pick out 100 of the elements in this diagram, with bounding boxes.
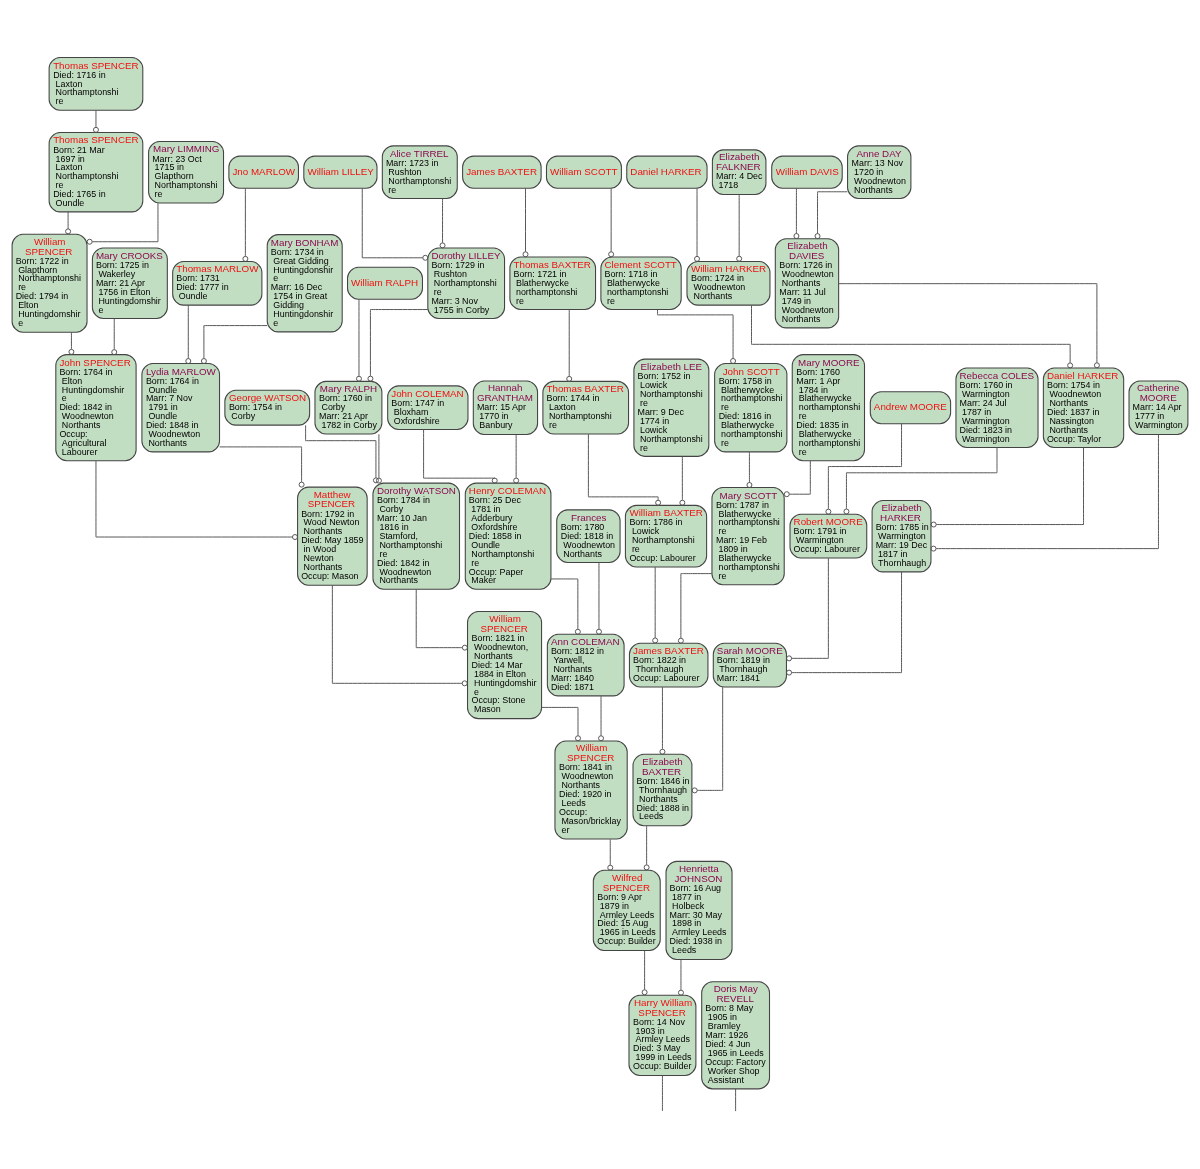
node-box: Elizabeth LEE Born: 1752 in Lowick Northamptonshi re Marr: 9 Dec 1774 in Lowick Northamptonshi re: [633, 358, 710, 457]
connector: [661, 1074, 663, 1111]
node-box: Henrietta JOHNSON Born: 16 Aug 1877 in Holbeck Marr: 30 May 1898 in Armley Leeds Died: 1938 in Leeds: [665, 860, 733, 960]
connector: [415, 588, 468, 651]
node-box: Rebecca COLES Born: 1760 in Warmington Marr: 24 Jul 1787 in Warmington Died: 1823 in Warmington: [955, 367, 1039, 448]
connector: [691, 686, 724, 793]
connector: [746, 450, 753, 488]
node-box: Robert MOORE Born: 1791 in Warmington Occup: Labourer: [789, 513, 868, 559]
node-box: Mary RALPH Born: 1760 in Corby Marr: 21 Apr 1782 in Corby: [314, 380, 383, 435]
node-box: Anne DAY Marr: 13 Nov 1720 in Woodnewton Northants: [847, 144, 912, 199]
node-box: William LILLEY: [303, 155, 378, 189]
connector: [595, 561, 602, 635]
connector: [793, 187, 800, 239]
node-box: Thomas BAXTER Born: 1744 in Laxton Northamptonshi re: [542, 380, 630, 435]
node-box: Jno MARLOW: [228, 155, 299, 189]
connector: [751, 304, 1074, 368]
connector: [65, 211, 72, 234]
node-box: Mary CROOKS Born: 1725 in Wakerley Marr: 21 Apr 1756 in Elton Huntingdomshir e: [91, 247, 168, 319]
node-box: Clement SCOTT Born: 1718 in Blatherwycke northamptonshi re: [600, 255, 682, 310]
node-box: George WATSON Born: 1754 in Corby: [224, 389, 311, 426]
node-box: Harry William SPENCER Born: 14 Nov 1903 in Armley Leeds Died: 3 May 1999 in Leeds Occup: Builder: [628, 994, 697, 1076]
connector: [550, 577, 581, 635]
connector: [219, 445, 305, 488]
node-box: Mary MOORE Born: 1760 Marr: 1 Apr 1784 in Blatherwycke northamptonshi re Died: 1835 in Blatherwycke northamptonshi re: [791, 353, 866, 461]
connector: [331, 584, 468, 686]
node-box: William HARKER Born: 1724 in Woodnewton Northants: [686, 260, 771, 306]
connector: [825, 422, 902, 515]
node-box: Matthew SPENCER Born: 1792 in Wood Newton Northants Died: May 1859 in Wood Newton Northants Occup: Mason: [297, 486, 368, 586]
connector: [541, 706, 581, 741]
connector: [242, 187, 249, 262]
connector: [356, 298, 362, 382]
connector: [439, 197, 446, 248]
node-box: Sarah MOORE Born: 1819 in Thornhaugh Marr: 1841: [712, 642, 787, 687]
connector: [677, 958, 684, 996]
connector: [786, 557, 829, 661]
connector: [659, 686, 666, 755]
connector: [185, 304, 192, 364]
node-box: William SPENCER Born: 1841 in Woodnewton Northants Died: 1920 in Leeds Occup: Mason/bricklay er: [554, 739, 628, 840]
node-box: Catherine MOORE Marr: 14 Apr 1777 in Warmington: [1128, 379, 1189, 435]
connector: [641, 949, 648, 995]
connector: [375, 433, 382, 484]
connector: [930, 446, 1084, 527]
node-box: William RALPH: [347, 266, 423, 300]
connector: [814, 190, 848, 239]
connector: [786, 571, 902, 676]
node-box: James BAXTER: [462, 155, 542, 189]
connector: [652, 566, 659, 643]
connector: [92, 109, 99, 133]
node-box: Alice TIRREL Marr: 1723 in Rushton Northamptonshi re: [381, 144, 458, 199]
connector: [843, 446, 998, 514]
connector: [305, 424, 379, 483]
node-box: John SPENCER Born: 1764 in Elton Huntingdomshir e Died: 1842 in Woodnewton Northants Occup: Agricultural Labourer: [55, 353, 137, 461]
node-box: James BAXTER Born: 1822 in Thornhaugh Occup: Labourer: [628, 642, 709, 687]
connector: [598, 695, 605, 741]
node-box: Thomas SPENCER Died: 1716 in Laxton Northamptonshi re: [48, 56, 144, 111]
node-box: William SPENCER Born: 1722 in Glapthorn Northamptonshi re Died: 1794 in Elton Huntingdomshir e: [11, 233, 88, 333]
connector: [677, 572, 713, 644]
node-box: Thomas SPENCER Born: 21 Mar 1697 in Laxton Northamptonshi re Died: 1765 in Oundle: [48, 131, 144, 212]
connector: [513, 433, 520, 484]
connector: [783, 460, 811, 497]
connector: [86, 202, 159, 245]
node-box: Elizabeth FALKNER Marr: 4 Dec 1718: [711, 148, 767, 195]
connector: [679, 455, 686, 506]
node-box: Doris May REVELL Born: 8 May 1905 in Bramley Marr: 1926 Died: 4 Jun 1965 in Leeds Occup: Factory Worker Shop Assistant: [701, 980, 771, 1089]
node-box: Ann COLEMAN Born: 1812 in Yarwell, Northants Marr: 1840 Died: 1871: [546, 633, 625, 696]
node-box: John SCOTT Born: 1758 in Blatherwycke northamptonshi re Died: 1816 in Blatherwycke northamptonshi re: [714, 362, 788, 452]
connector: [607, 838, 614, 871]
connector: [423, 428, 498, 484]
node-box: Frances Born: 1780 Died: 1818 in Woodnewton Northants: [556, 508, 621, 563]
node-box: John COLEMAN Born: 1747 in Bloxham Oxfordshire: [387, 384, 469, 430]
connector: [95, 460, 298, 540]
node-box: Elizabeth BAXTER Born: 1846 in Thornhaugh Northants Died: 1888 in Leeds: [632, 753, 693, 826]
connector: [522, 187, 529, 257]
node-box: Daniel HARKER Born: 1754 in Woodnewton Northants Died: 1837 in Nassington Northants Occup: Taylor: [1042, 367, 1125, 448]
node-box: Elizabeth HARKER Born: 1785 in Warmington Marr: 19 Dec 1817 in Thornhaugh: [871, 499, 932, 572]
connector: [735, 1087, 737, 1112]
connector: [657, 308, 737, 364]
connector: [200, 324, 268, 364]
node-box: Mary SCOTT Born: 1787 in Blatherwycke northamptonshi re Marr: 19 Feb 1809 in Blatherwycke northamptonshi re: [711, 486, 785, 585]
node-box: Wilfred SPENCER Born: 9 Apr 1879 in Armley Leeds Died: 15 Aug 1965 in Leeds Occup: Builder: [592, 869, 661, 951]
node-box: William DAVIS: [771, 155, 843, 189]
node-box: William SCOTT: [545, 155, 622, 189]
connector: [566, 308, 573, 382]
node-box: Hannah GRANTHAM Marr: 15 Apr 1770 in Banbury: [472, 379, 539, 435]
connector: [361, 187, 429, 261]
connector: [111, 317, 118, 355]
connector: [608, 187, 615, 257]
node-box: Dorothy LILLEY Born: 1729 in Rushton Northamptonshi re Marr: 3 Nov 1755 in Corby: [427, 247, 506, 319]
connector: [643, 824, 650, 870]
node-box: Mary BONHAM Born: 1734 in Great Gidding Huntingdonshir e Marr: 16 Dec 1754 in Great Gidding Huntingdonshir e: [266, 233, 343, 332]
node-box: Andrew MOORE: [869, 390, 952, 424]
connector: [587, 433, 662, 506]
connector: [930, 433, 1159, 552]
node-box: Thomas BAXTER Born: 1721 in Blatherwycke northamptonshi re: [509, 255, 597, 310]
node-box: Dorothy WATSON Born: 1784 in Corby Marr: 10 Jan 1816 in Stamford, Northamptonshi re Died: 1842 in Woodnewton Northants: [372, 482, 461, 590]
node-box: Thomas MARLOW Born: 1731 Died: 1777 in Oundle: [172, 260, 263, 306]
connector: [367, 308, 429, 382]
connector: [68, 331, 75, 355]
node-box: Daniel HARKER: [626, 155, 708, 189]
node-box: Elizabeth DAVIES Born: 1726 in Woodnewton Northants Marr: 11 Jul 1749 in Woodnewton Northants: [774, 237, 840, 328]
